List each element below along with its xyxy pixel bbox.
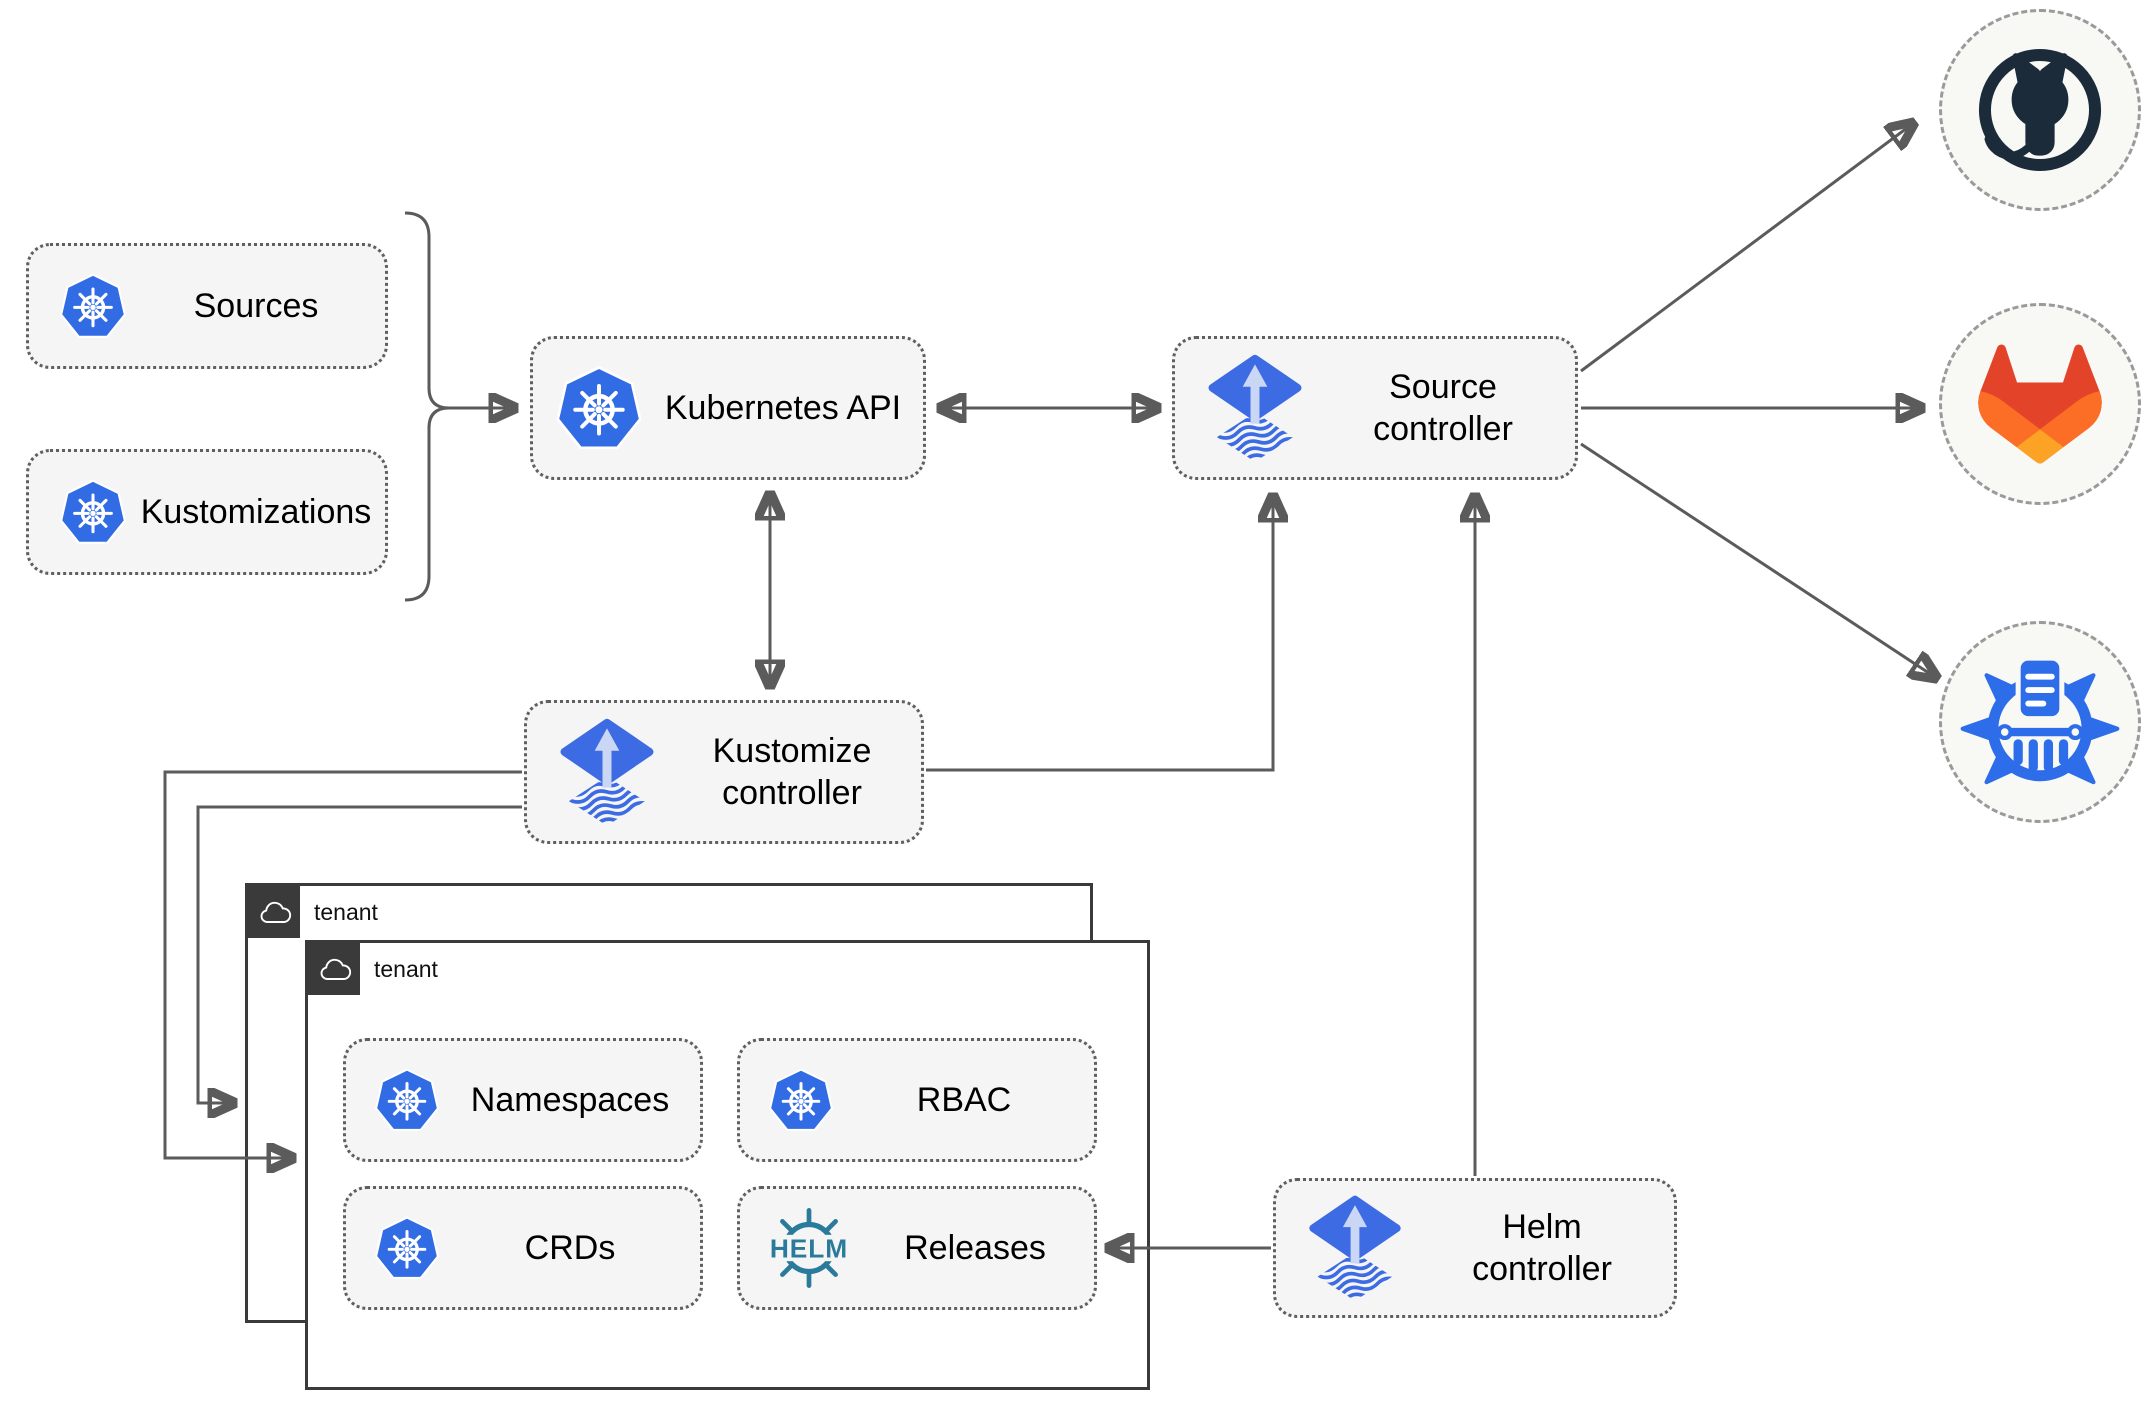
kubernetes-icon: [555, 364, 643, 452]
kubernetes-icon: [59, 478, 127, 546]
node-kustomizations: Kustomizations: [26, 449, 388, 575]
github-icon: [1954, 24, 2126, 196]
kubernetes-icon: [59, 272, 127, 340]
node-label: Sources: [127, 285, 385, 328]
node-label-text: Kubernetes API: [664, 388, 902, 427]
group-bracket: [404, 211, 450, 602]
node-helm-controller: Helm controller: [1273, 1178, 1677, 1318]
node-label: Releases: [856, 1227, 1094, 1270]
node-kustomize-controller: Kustomize controller: [524, 700, 924, 844]
cloud-icon: [247, 885, 300, 938]
node-label: Helm controller: [1410, 1206, 1674, 1291]
node-label-text: Source controller: [1373, 367, 1513, 449]
tenant-box-front: tenant: [305, 940, 1150, 1390]
kubernetes-icon: [374, 1067, 440, 1133]
node-label-text: Sources: [193, 286, 319, 325]
node-label-text: Kustomizations: [140, 492, 372, 531]
arrow-source-controller-to-github: [1580, 122, 1915, 373]
node-label-text: Kustomize controller: [712, 731, 872, 813]
kubernetes-icon: [374, 1215, 440, 1281]
node-label: CRDs: [440, 1227, 700, 1270]
kubernetes-icon: [768, 1067, 834, 1133]
node-crds: CRDs: [343, 1186, 703, 1310]
node-label: Kustomizations: [127, 491, 385, 534]
node-rbac: RBAC: [737, 1038, 1097, 1162]
node-label: Namespaces: [440, 1079, 700, 1122]
node-label: Source controller: [1311, 366, 1575, 451]
arrow-kustomize-controller-to-source-controller: [926, 494, 1273, 772]
node-label-text: CRDs: [524, 1228, 616, 1267]
gitlab-repository: [1939, 303, 2141, 505]
cloud-icon: [316, 951, 352, 987]
node-sources: Sources: [26, 243, 388, 369]
helm-icon: [762, 1201, 856, 1295]
node-label: RBAC: [834, 1079, 1094, 1122]
node-label-text: Releases: [904, 1228, 1046, 1267]
node-namespaces: Namespaces: [343, 1038, 703, 1162]
tenant-label: tenant: [314, 899, 378, 925]
flux-icon: [551, 716, 663, 828]
harbor-registry: [1939, 621, 2141, 823]
node-releases: Releases: [737, 1186, 1097, 1310]
github-repository: [1939, 9, 2141, 211]
harbor-icon: [1956, 638, 2124, 806]
node-label: Kubernetes API: [643, 387, 923, 430]
gitlab-icon: [1977, 341, 2103, 467]
node-kubernetes-api: Kubernetes API: [530, 336, 926, 480]
node-label: Kustomize controller: [663, 730, 921, 815]
node-label-text: RBAC: [916, 1080, 1012, 1119]
cloud-icon: [307, 942, 360, 995]
flux-icon: [1199, 352, 1311, 464]
arrow-source-controller-to-harbor: [1580, 442, 1938, 679]
node-label-text: Helm controller: [1472, 1207, 1612, 1289]
node-source-controller: Source controller: [1172, 336, 1578, 480]
tenant-label: tenant: [374, 956, 438, 982]
cloud-icon: [256, 894, 292, 930]
flux-icon: [1300, 1193, 1410, 1303]
node-label-text: Namespaces: [470, 1080, 670, 1119]
